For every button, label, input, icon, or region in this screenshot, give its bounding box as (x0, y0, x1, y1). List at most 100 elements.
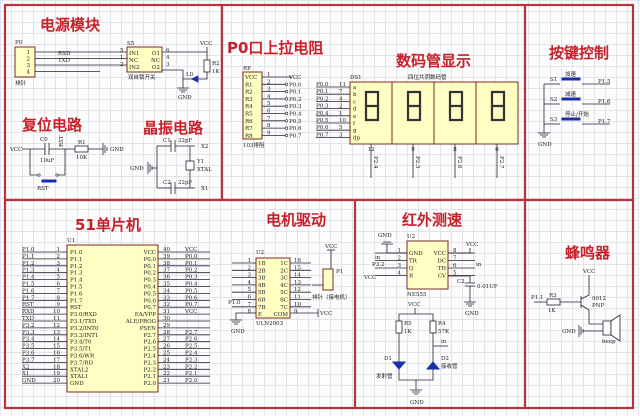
ne555-pin: R (409, 274, 414, 280)
switch-pin: IN1 (129, 51, 139, 57)
connector-note: 排针（接电机） (312, 293, 351, 301)
pin-number: 2 (57, 254, 61, 260)
gnd-label-3: GND (410, 400, 424, 406)
mcu-pin: P2.0 (144, 381, 157, 387)
pin-number: 14 (53, 337, 60, 343)
power-connector (14, 46, 36, 78)
c0-value: 10uF (40, 158, 55, 164)
pin-number: 35 (163, 282, 170, 288)
net-port-icon (284, 89, 289, 94)
in-net-3: in (441, 339, 447, 345)
digit-net: P2.5 (414, 156, 420, 169)
uln-pin: 5B (258, 290, 266, 296)
pin-number: 34 (163, 288, 170, 294)
net-label: P0.1 (289, 90, 301, 96)
capacitor-icon (170, 140, 176, 194)
net-port-icon (284, 82, 289, 86)
pin-number: 1 (398, 248, 402, 254)
net-label: P1.6 (598, 99, 611, 105)
key-button-2[interactable] (561, 97, 581, 101)
net-port-icon (284, 133, 289, 137)
transistor-ref: 9012 (592, 296, 606, 302)
pin-number: 7 (453, 256, 457, 262)
vcc-label-2: VCC (465, 242, 478, 248)
net-label: P0.4 (185, 282, 198, 288)
mcu-pin: GND (70, 381, 84, 387)
uln-pin: 3C (280, 276, 288, 282)
gnd-label: GND (562, 329, 576, 335)
pin-number: 4 (267, 94, 271, 100)
pin-number: 16 (294, 258, 301, 264)
gnd-label: GND (378, 233, 392, 239)
key-button-1[interactable] (561, 77, 581, 81)
net-label: P0.2 (316, 96, 328, 102)
d1-ref: D1 (384, 356, 392, 362)
p1-1-net: P1.1 (531, 295, 543, 301)
mcu-pin: EA/VPP (135, 312, 157, 318)
r3-ref: R3 (549, 293, 557, 299)
pin-number: 7 (248, 302, 252, 308)
pin-number: 31 (163, 309, 170, 315)
net-label: P0.4 (316, 111, 329, 117)
pin-number: 29 (163, 323, 170, 329)
power-title: 电源模块 (40, 16, 101, 34)
net-txd: TXD (58, 58, 71, 64)
net-label: X2 (22, 364, 29, 370)
uln2003-part: ULN2003 (256, 321, 284, 327)
mcu-pin: P2.1 (144, 374, 156, 380)
p1-0-net: P1.0 (228, 300, 241, 306)
p1-ref: P1 (336, 269, 343, 275)
mcu-pin: P0.1 (144, 264, 156, 270)
in-net-2: in (476, 262, 482, 268)
pin-number: 8 (453, 248, 457, 254)
c2-value: 22pF (178, 180, 193, 186)
vcc-label-top: VCC (324, 244, 337, 250)
mcu-pin: XTAL2 (70, 367, 88, 373)
connector-note: 排针 (15, 79, 27, 87)
rp-pin: VCC (244, 75, 257, 81)
net-label: P0.1 (185, 261, 197, 267)
pin-number: 5 (267, 101, 271, 107)
pin-number: 2 (339, 104, 343, 110)
net-label: P0.7 (289, 133, 302, 139)
net-label: P1.6 (22, 288, 35, 294)
segment-pin: a (353, 85, 357, 91)
rp-pin: R1 (245, 82, 253, 88)
mcu-pin: RST (70, 305, 82, 311)
mcu-pin: P1.6 (70, 291, 83, 297)
pin-number: 3 (267, 87, 271, 93)
pin-number: 4 (398, 271, 402, 277)
gnd-label: GND (130, 166, 144, 172)
pin-number: 18 (53, 364, 60, 370)
power-switch (126, 46, 163, 73)
pin-number: 9 (267, 130, 271, 136)
pin-number: 4 (27, 70, 31, 76)
switch-pin: O2 (152, 65, 160, 71)
digit-segments-icon (364, 90, 380, 122)
net-label: P0.5 (289, 119, 302, 125)
ne555-pin: CV (438, 274, 447, 280)
uln-pin: 6B (258, 298, 266, 304)
reset-button[interactable] (41, 179, 57, 183)
pin-number: 37 (163, 268, 170, 274)
resistor-network (242, 71, 263, 140)
mcu-pin: P1.4 (70, 278, 83, 284)
pin-number: 8 (248, 309, 252, 315)
pin-number: 33 (163, 295, 170, 301)
rp-pin: R8 (245, 133, 253, 139)
c2-ref: C2 (457, 279, 465, 285)
mcu-pin: P1.2 (70, 264, 82, 270)
buzzer-icon (602, 320, 612, 336)
transistor-type: PNP (592, 303, 605, 309)
pin-number: 9 (57, 302, 61, 308)
net-label: P1.0 (22, 247, 35, 253)
pin-number: 12 (53, 323, 60, 329)
key-button-3[interactable] (561, 117, 581, 121)
resistor-r3 (546, 298, 561, 306)
gnd-label: GND (538, 142, 552, 148)
pin-number: 6 (166, 48, 170, 54)
uln-pin: 2B (258, 268, 266, 274)
pin-number: 15 (53, 344, 60, 350)
net-label: P0.7 (185, 302, 198, 308)
